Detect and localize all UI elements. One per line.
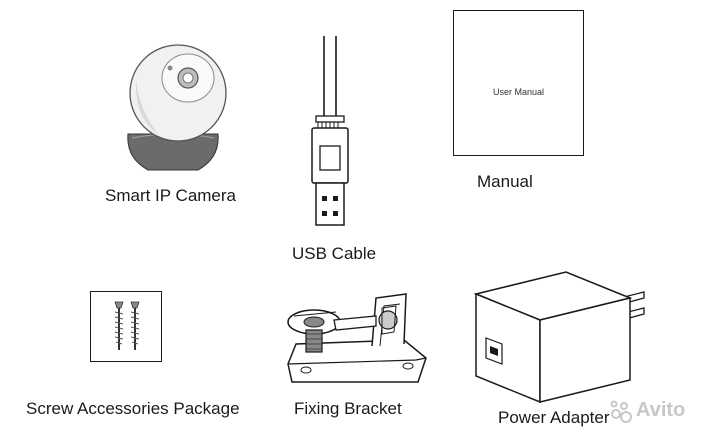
avito-watermark: Avito xyxy=(610,398,710,429)
manual-booklet-icon: User Manual xyxy=(453,10,584,156)
screw-package-icon xyxy=(90,291,162,362)
smart-ip-camera-icon xyxy=(127,44,227,171)
fixing-bracket-label: Fixing Bracket xyxy=(294,399,402,418)
screw-package-label: Screw Accessories Package xyxy=(26,399,240,418)
manual-label: Manual xyxy=(477,172,533,191)
usb-cable-icon xyxy=(311,36,349,226)
power-adapter-label: Power Adapter xyxy=(498,408,610,427)
manual-cover-text: User Manual xyxy=(492,87,545,97)
fixing-bracket-icon xyxy=(287,293,427,383)
usb-cable-label: USB Cable xyxy=(292,244,377,263)
power-adapter-icon xyxy=(473,271,645,404)
camera-label: Smart IP Camera xyxy=(105,186,237,205)
watermark-text: Avito xyxy=(636,399,686,421)
